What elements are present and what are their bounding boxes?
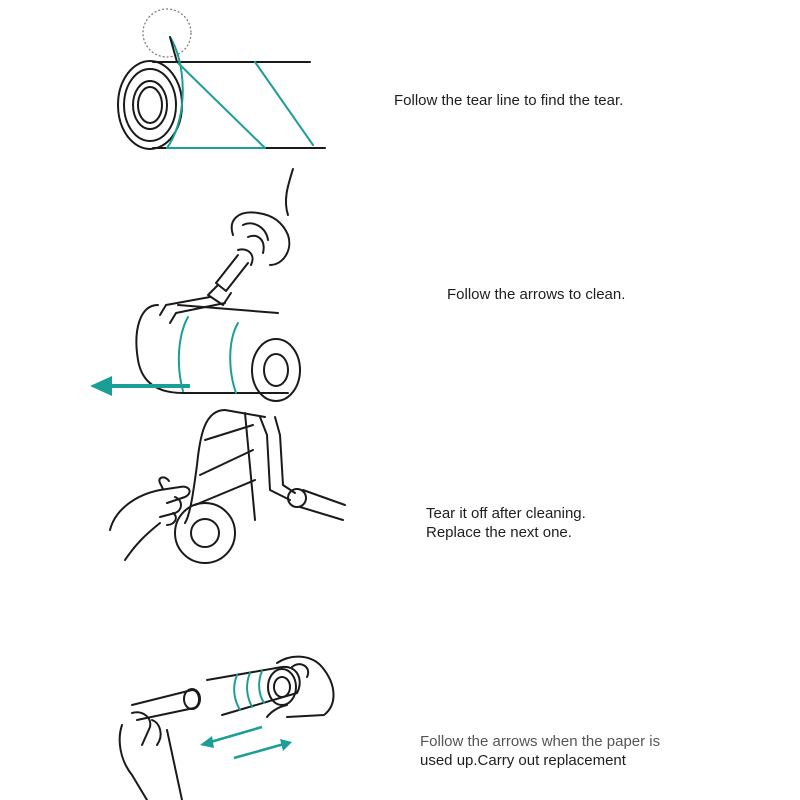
step-2-caption: Follow the arrows to clean. (447, 285, 625, 304)
step-2-caption-line: Follow the arrows to clean. (447, 286, 626, 303)
tape-roll-tear-line-icon (105, 5, 335, 165)
step-1-caption: Follow the tear line to find the tear. (394, 91, 623, 110)
step-4-caption-line-1: Follow the arrows when the paper is (420, 733, 661, 750)
roller-clean-arrow-icon (88, 165, 318, 402)
hand-tearing-sheet-icon (105, 405, 355, 570)
step-4-caption: Follow the arrows when the paper is used… (420, 732, 660, 770)
refill-replacement-arrows-icon (112, 645, 357, 800)
step-3-caption-line-1: Tear it off after cleaning. (426, 505, 586, 522)
step-3: Tear it off after cleaning. Replace the … (0, 400, 800, 570)
step-1-caption-line: Follow the tear line to find the tear. (394, 92, 624, 109)
step-2: Follow the arrows to clean. (0, 165, 800, 402)
step-4: Follow the arrows when the paper is used… (0, 645, 800, 800)
step-4-caption-line-2: used up.Carry out replacement (420, 752, 626, 769)
step-3-caption: Tear it off after cleaning. Replace the … (426, 504, 586, 542)
step-1: Follow the tear line to find the tear. (0, 0, 800, 170)
step-3-caption-line-2: Replace the next one. (426, 524, 572, 541)
